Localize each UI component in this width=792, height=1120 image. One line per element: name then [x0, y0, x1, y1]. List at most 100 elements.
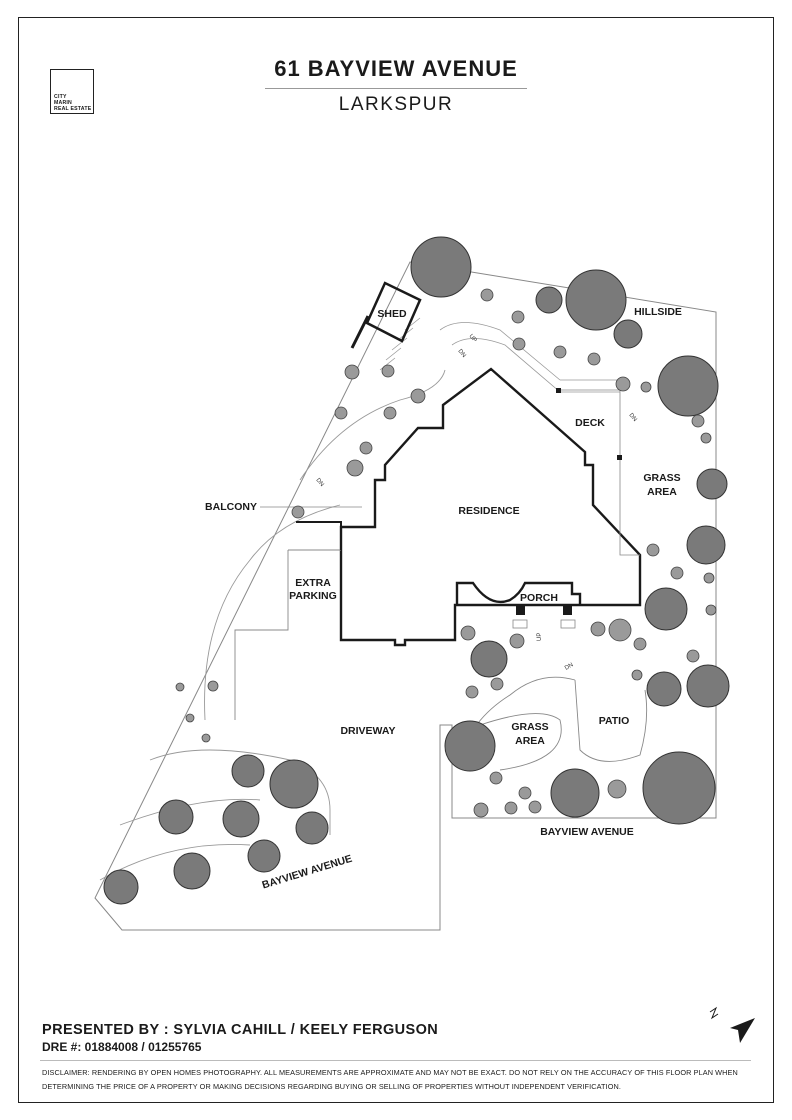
label-residence: RESIDENCE — [458, 505, 519, 517]
balcony-edge — [296, 521, 342, 550]
shrub-icon — [381, 364, 395, 378]
planting-bed-edge — [119, 798, 261, 826]
tree-icon — [158, 799, 194, 835]
shrub-icon — [175, 682, 185, 692]
label-balcony: BALCONY — [205, 501, 257, 513]
shrub-icon — [185, 713, 195, 723]
label-extra-parking-line2: PARKING — [289, 590, 337, 602]
shrub-icon — [631, 669, 643, 681]
porch-step-outline — [512, 619, 528, 629]
shrub-icon — [553, 345, 567, 359]
shrub-icon — [383, 406, 397, 420]
tree-icon — [613, 319, 643, 349]
shrub-icon — [504, 801, 518, 815]
tree-icon — [686, 525, 726, 565]
shrub-icon — [465, 685, 479, 699]
stair-dn-mark: DN — [564, 662, 575, 672]
shrub-icon — [607, 779, 627, 799]
shrub-icon — [705, 604, 717, 616]
label-porch: PORCH — [520, 592, 558, 604]
shrub-icon — [490, 677, 504, 691]
porch-step-outline — [560, 619, 576, 629]
parking-outline — [234, 549, 341, 720]
label-driveway: DRIVEWAY — [340, 725, 395, 737]
shrub-icon — [608, 618, 632, 642]
shrub-icon — [703, 572, 715, 584]
stair-treads — [379, 317, 620, 393]
path-curve — [299, 369, 446, 481]
footer-divider — [40, 1060, 751, 1061]
shrub-icon — [590, 621, 606, 637]
tree-icon — [410, 236, 472, 298]
shrub-icon — [686, 649, 700, 663]
shrub-icon — [473, 802, 489, 818]
tree-icon — [295, 811, 329, 845]
label-extra-parking-line1: EXTRA — [295, 577, 331, 589]
residence-outline — [339, 367, 642, 647]
porch-step — [563, 606, 572, 615]
label-grass-area-2-line1: GRASS — [511, 721, 548, 733]
shrub-icon — [509, 633, 525, 649]
tree-icon — [231, 754, 265, 788]
label-grass-area-1-line2: AREA — [647, 486, 677, 498]
north-arrow-icon — [709, 1006, 755, 1043]
title-divider — [265, 88, 527, 89]
shrub-icon — [410, 388, 426, 404]
shrub-icon — [587, 352, 601, 366]
shrub-icon — [518, 786, 532, 800]
shrub-icon — [201, 733, 211, 743]
shrub-icon — [344, 364, 360, 380]
tree-icon — [173, 852, 211, 890]
label-street-right: BAYVIEW AVENUE — [540, 826, 634, 838]
shrub-icon — [640, 381, 652, 393]
presented-by: PRESENTED BY : SYLVIA CAHILL / KEELY FER… — [42, 1022, 439, 1038]
company-logo: CITY MARIN REAL ESTATE — [50, 69, 94, 114]
shrub-icon — [334, 406, 348, 420]
path-curve — [204, 504, 341, 721]
stair-dn-mark: DN — [456, 348, 466, 358]
label-deck: DECK — [575, 417, 605, 429]
tree-icon — [565, 269, 627, 331]
grass-edge — [479, 713, 562, 771]
label-hillside: HILLSIDE — [634, 306, 682, 318]
shrub-icon — [528, 800, 542, 814]
label-patio: PATIO — [599, 715, 630, 727]
shrub-icon-group — [175, 288, 717, 818]
tree-icon — [470, 640, 508, 678]
disclaimer: DISCLAIMER: RENDERING BY OPEN HOMES PHOT… — [42, 1068, 738, 1091]
shrub-icon — [480, 288, 494, 302]
tree-icon — [535, 286, 563, 314]
tree-icon — [222, 800, 260, 838]
page-frame — [18, 17, 774, 1103]
shrub-icon — [646, 543, 660, 557]
deck-post — [617, 455, 622, 460]
tree-icon — [646, 671, 682, 707]
label-grass-area-1-line1: GRASS — [643, 472, 680, 484]
shed-outline — [365, 281, 422, 343]
tree-icon — [686, 664, 730, 708]
logo-line-3: REAL ESTATE — [54, 106, 92, 112]
shrub-icon — [460, 625, 476, 641]
shrub-icon — [700, 432, 712, 444]
shrub-icon — [359, 441, 373, 455]
shrub-icon — [207, 680, 219, 692]
page-title: 61 BAYVIEW AVENUE — [274, 56, 518, 81]
tree-icon — [642, 751, 716, 825]
stair-up-mark: UP — [467, 333, 477, 343]
page-subtitle: LARKSPUR — [338, 94, 454, 115]
shrub-icon — [691, 414, 705, 428]
tree-icon-group — [103, 236, 730, 905]
shrub-icon — [489, 771, 503, 785]
shrub-icon — [511, 310, 525, 324]
porch-step — [516, 606, 525, 615]
deck-edge — [560, 389, 640, 556]
tree-icon — [696, 468, 728, 500]
label-shed: SHED — [377, 308, 407, 320]
shrub-icon — [615, 376, 631, 392]
stair-dn-mark: DN — [314, 477, 324, 487]
tree-icon — [657, 355, 719, 417]
tree-icon — [247, 839, 281, 873]
dre-numbers: DRE #: 01884008 / 01255765 — [42, 1040, 202, 1054]
stair-dn-mark: DN — [627, 412, 637, 422]
